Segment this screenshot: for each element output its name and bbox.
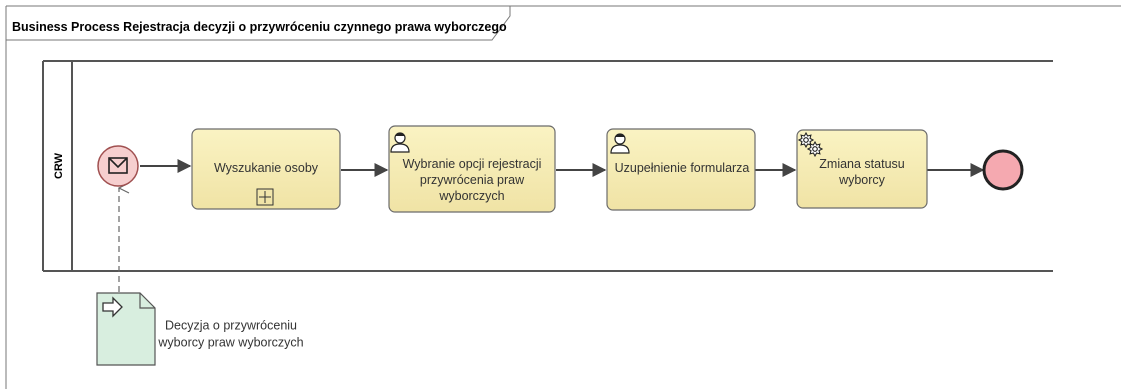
data-object-decyzja[interactable]: Decyzja o przywróceniu wyborcy praw wybor… bbox=[96, 292, 304, 366]
envelope-icon bbox=[108, 157, 128, 174]
start-event[interactable] bbox=[97, 145, 139, 187]
text-line: Wybranie opcji rejestracji bbox=[403, 157, 542, 171]
lane-label: CRW bbox=[53, 152, 65, 179]
text-line: Zmiana statusu bbox=[819, 157, 905, 171]
user-icon bbox=[610, 133, 630, 154]
text-line: Uzupełnienie formularza bbox=[615, 161, 750, 175]
task-uzupelnienie-formularza[interactable]: Uzupełnienie formularza bbox=[606, 128, 756, 211]
text-line: przywrócenia praw bbox=[420, 173, 525, 187]
svg-text:Wyszukanie osoby: Wyszukanie osoby bbox=[214, 161, 319, 175]
input-arrow-icon bbox=[102, 296, 123, 318]
task-wybranie-opcji[interactable]: Wybranie opcji rejestracji przywrócenia p… bbox=[388, 125, 556, 213]
diagram-title: Business Process Rejestracja decyzji o p… bbox=[12, 20, 507, 34]
text-line: wyborcy bbox=[838, 173, 886, 187]
service-gear-icon bbox=[797, 131, 824, 158]
pool: CRW bbox=[42, 60, 1053, 272]
subprocess-plus-icon bbox=[256, 188, 274, 206]
text-line: Wyszukanie osoby bbox=[214, 161, 319, 175]
task-wyszukanie-osoby[interactable]: Wyszukanie osoby bbox=[191, 128, 341, 210]
diagram-frame: Business Process Rejestracja decyzji o p… bbox=[5, 5, 1121, 389]
text-line: Decyzja o przywróceniu bbox=[165, 319, 297, 333]
svg-text:Uzupełnienie formularza: Uzupełnienie formularza bbox=[615, 161, 750, 175]
text-line: wyborczych bbox=[438, 189, 504, 203]
end-event[interactable] bbox=[982, 149, 1024, 191]
task-zmiana-statusu[interactable]: Zmiana statusu wyborcy bbox=[796, 129, 928, 209]
text-line: wyborcy praw wyborczych bbox=[157, 336, 303, 350]
user-icon bbox=[390, 132, 410, 153]
sequence-flows bbox=[140, 159, 985, 177]
